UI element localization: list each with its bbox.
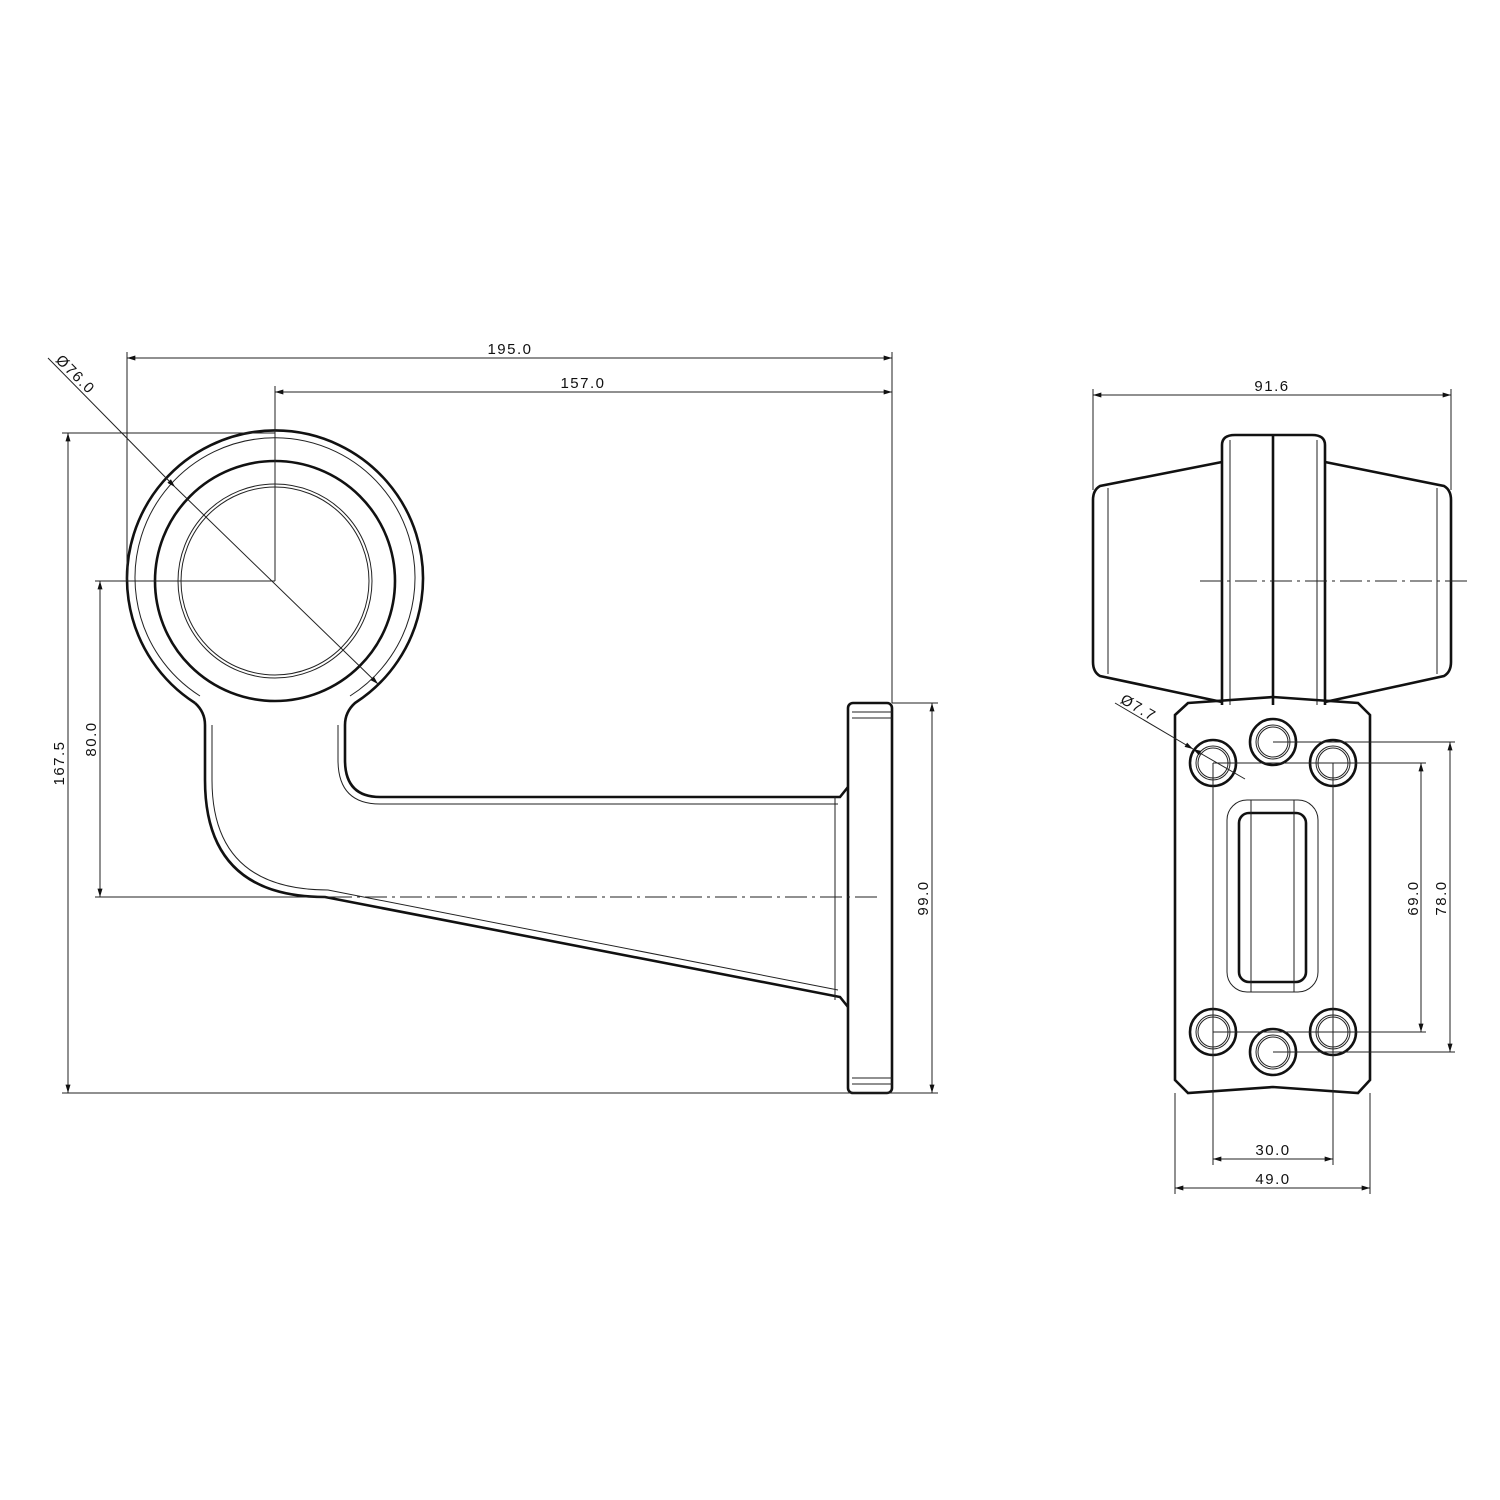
front-view: 91.6 Ø7.7 69.0 78.0 30.0 49.0	[1091, 378, 1470, 1194]
side-dimensions: 195.0 157.0 167.5 80.0 99.0 Ø76.0	[47, 341, 938, 1094]
dim-overall-width: 195.0	[487, 341, 532, 358]
dim-hole-spacing-inner: 69.0	[1405, 880, 1422, 915]
dim-lamp-diameter: Ø76.0	[52, 352, 98, 398]
dim-center-to-arm: 80.0	[83, 721, 100, 756]
dim-overall-width: 91.6	[1254, 378, 1289, 395]
dim-lamp-center-offset: 157.0	[560, 375, 605, 392]
lamp-body	[1091, 433, 1470, 705]
mounting-plate	[1173, 695, 1372, 1095]
dim-hole-spacing-outer: 78.0	[1433, 880, 1450, 915]
dim-flange-height: 99.0	[915, 880, 932, 915]
mounting-holes	[1188, 717, 1358, 1077]
dim-plate-width: 49.0	[1255, 1171, 1290, 1188]
dim-hole-spacing-horizontal: 30.0	[1255, 1142, 1290, 1159]
lamp-head	[125, 429, 850, 1008]
side-view: 195.0 157.0 167.5 80.0 99.0 Ø76.0	[47, 341, 938, 1095]
dim-hole-diameter: Ø7.7	[1117, 691, 1159, 725]
mounting-flange	[846, 701, 894, 1095]
dim-overall-height: 167.5	[51, 740, 68, 785]
